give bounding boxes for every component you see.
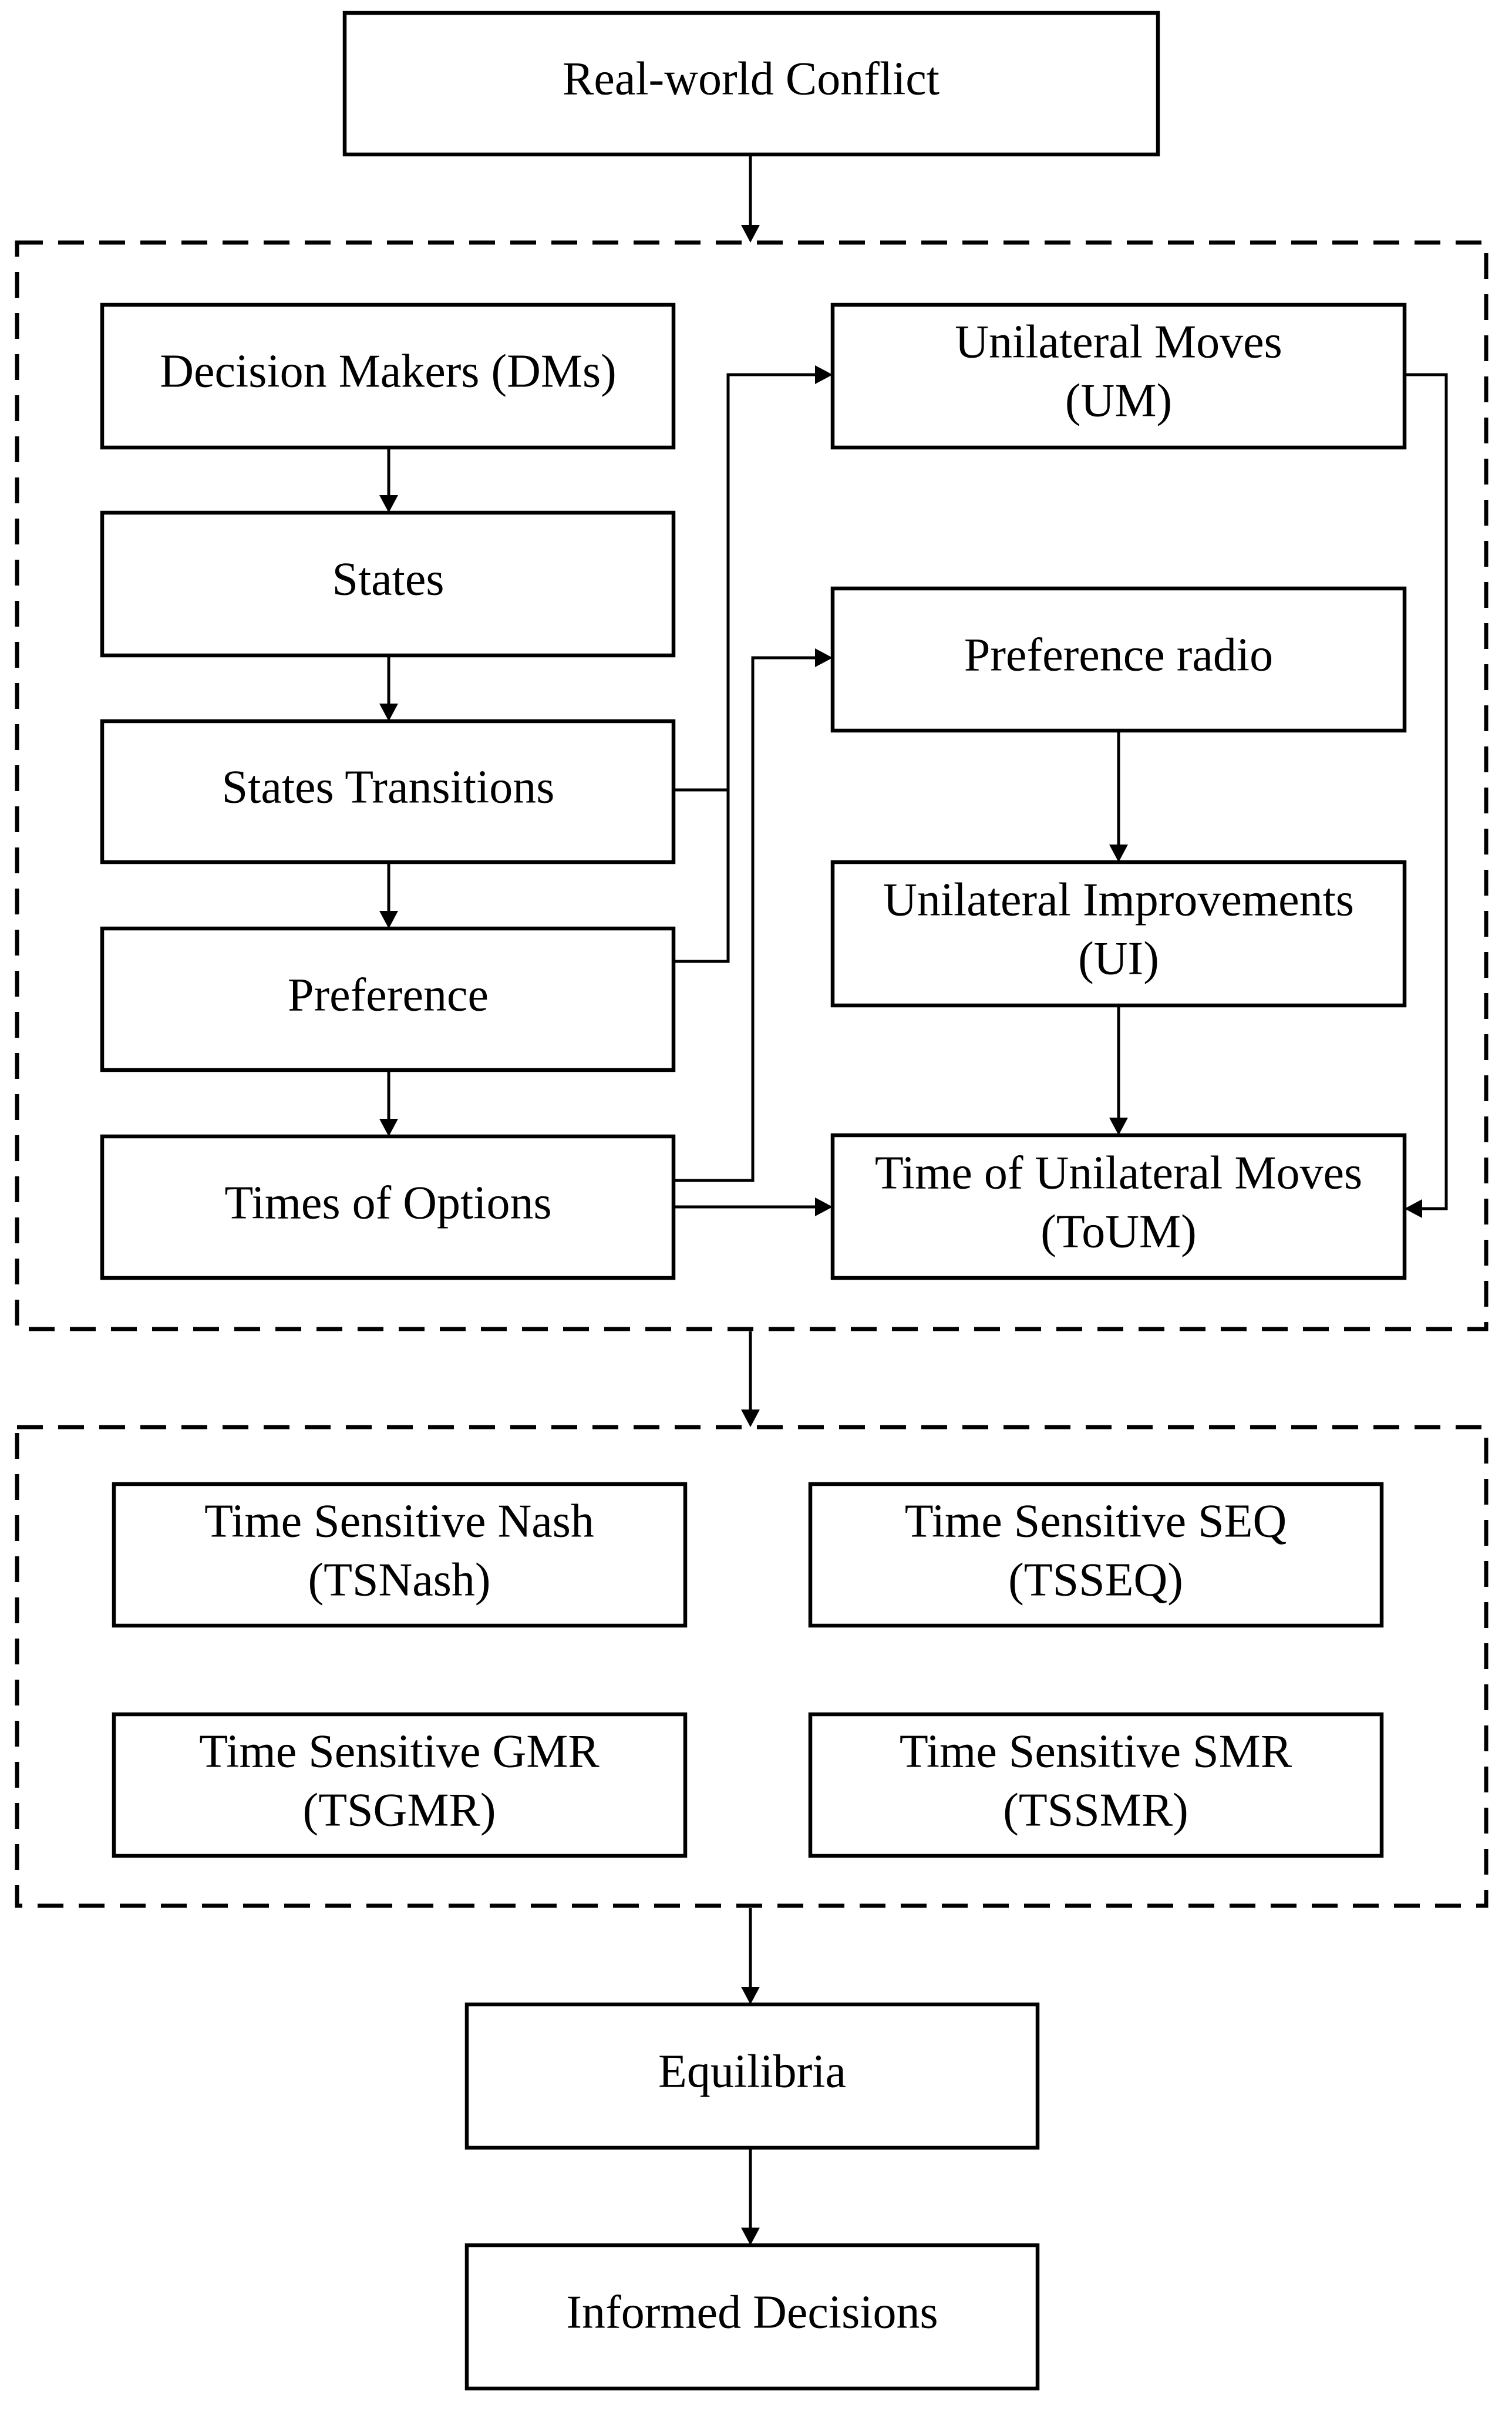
node-label-line2: (UI) [1078,933,1159,984]
stability-analysis-group [15,1425,1489,1908]
node-label: States [332,553,444,605]
arrowhead-decisions [741,2228,760,2245]
arrowhead-toum-left [815,1197,833,1216]
node-label-line1: Time Sensitive SEQ [905,1495,1287,1547]
node-equilibria: Equilibria [464,2002,1040,2150]
arrowhead-radio [815,648,833,667]
arrow-transitions-to-um [674,373,828,792]
node-unilateral-improvements: Unilateral Improvements (UI) [830,860,1407,1008]
arrowhead-times [379,1119,398,1136]
node-label-line1: Time Sensitive GMR [199,1725,600,1777]
node-label-line2: (TSNash) [308,1554,490,1606]
node-label-line1: Time Sensitive SMR [900,1725,1292,1777]
node-ts-seq: Time Sensitive SEQ (TSSEQ) [808,1482,1384,1628]
node-time-of-unilateral-moves: Time of Unilateral Moves (ToUM) [830,1133,1407,1280]
arrow-um-to-toum [1405,373,1448,1210]
node-states: States [100,510,676,658]
node-preference: Preference [100,926,676,1072]
node-states-transitions: States Transitions [100,719,676,864]
node-label-line1: Time Sensitive Nash [204,1495,594,1547]
arrowhead-equilibria [741,1987,760,2004]
node-label-line2: (ToUM) [1040,1206,1196,1257]
node-ts-smr: Time Sensitive SMR (TSSMR) [808,1712,1384,1858]
node-label: Informed Decisions [566,2286,938,2338]
model-components-group [15,240,1489,1331]
node-real-world-conflict: Real-world Conflict [342,11,1160,157]
node-ts-nash: Time Sensitive Nash (TSNash) [112,1482,688,1628]
node-label: States Transitions [222,761,555,813]
arrow-preference-to-radio [674,658,730,963]
arrowheads [379,225,1422,2245]
node-unilateral-moves: Unilateral Moves (UM) [830,302,1407,450]
arrowhead-states [379,495,398,513]
node-label: Equilibria [658,2046,846,2097]
node-label-line2: (UM) [1065,375,1172,426]
arrowhead-transitions [379,704,398,721]
arrowhead-ui [1109,845,1128,862]
arrowhead-analysis-top [741,1409,760,1427]
node-label-line2: (TSSMR) [1003,1784,1188,1836]
node-label-line2: (TSSEQ) [1008,1554,1183,1606]
node-label: Times of Options [224,1177,551,1229]
node-ts-gmr: Time Sensitive GMR (TSGMR) [112,1712,688,1858]
arrowhead-preference [379,911,398,929]
arrowhead-toum-top [1109,1118,1128,1135]
node-label-line1: Unilateral Moves [955,316,1282,368]
arrow-times-to-radio [674,656,828,1182]
node-label-line1: Unilateral Improvements [883,874,1354,926]
node-times-of-options: Times of Options [100,1134,676,1280]
node-label-line1: Time of Unilateral Moves [875,1147,1362,1199]
node-informed-decisions: Informed Decisions [464,2243,1040,2391]
node-label: Preference radio [964,629,1273,681]
arrowhead-toum-right [1405,1199,1422,1218]
node-preference-radio: Preference radio [830,586,1407,733]
node-label: Decision Makers (DMs) [160,345,617,397]
arrowhead-model-top [741,225,760,243]
node-label: Preference [288,969,489,1021]
arrowhead-um [815,365,833,384]
node-label: Real-world Conflict [563,53,939,105]
node-label-line2: (TSGMR) [303,1784,496,1836]
node-decision-makers: Decision Makers (DMs) [100,302,676,450]
